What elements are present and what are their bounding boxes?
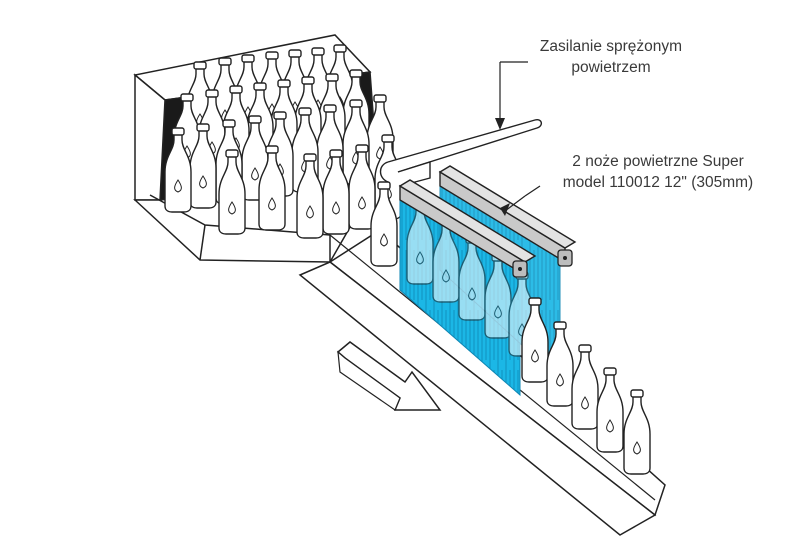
air-knife-label: 2 noże powietrzne Super model 110012 12"… <box>548 151 768 193</box>
air-supply-label: Zasilanie sprężonym powietrzem <box>520 36 702 78</box>
air-supply-label-line1: Zasilanie sprężonym <box>520 36 702 57</box>
air-supply-label-line2: powietrzem <box>520 57 702 78</box>
air-knife-label-line1: 2 noże powietrzne Super <box>548 151 768 172</box>
air-knife-label-line2: model 110012 12" (305mm) <box>548 172 768 193</box>
